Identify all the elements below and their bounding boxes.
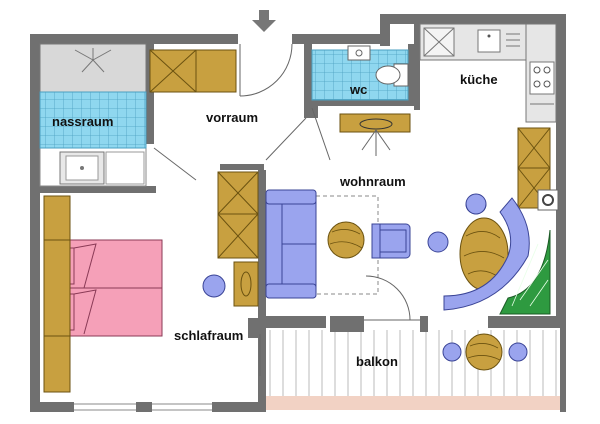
wc-room: [311, 45, 409, 101]
dining-bench: [443, 197, 530, 311]
room-label-balkon: balkon: [356, 354, 398, 369]
sofa: [265, 189, 317, 299]
dining-chair: [465, 193, 487, 215]
balcony-table-set: [442, 333, 528, 371]
shelf-schlafraum: [43, 195, 71, 393]
entrance-door[interactable]: [239, 43, 293, 97]
plant: [499, 229, 551, 315]
wardrobe-schlafraum: [217, 171, 259, 259]
rug: [273, 195, 379, 295]
balcony-floor: [265, 396, 565, 410]
kitchen-counter: [419, 23, 557, 123]
wardrobe-vorraum: [149, 49, 237, 93]
walls: [30, 14, 566, 412]
room-label-wc: wc: [349, 82, 367, 97]
bathroom-door[interactable]: [153, 147, 197, 190]
shower-icon: [74, 48, 112, 73]
room-label-nassraum: nassraum: [52, 114, 113, 129]
armchair: [371, 223, 411, 259]
desk-chair: [202, 274, 226, 298]
sink-icon: [347, 45, 371, 61]
toilet: [375, 63, 409, 87]
room-label-vorraum: vorraum: [206, 110, 258, 125]
balcony-door[interactable]: [364, 275, 420, 321]
stove-icon: [529, 61, 555, 95]
kitchen-sink-icon: [477, 29, 520, 53]
chimney-icon: [537, 189, 559, 211]
living-door[interactable]: [265, 107, 331, 161]
ceiling-lamp-icon: [359, 118, 393, 156]
entrance-arrow-icon: [252, 10, 276, 32]
desk: [233, 261, 259, 307]
coffee-table: [327, 221, 365, 259]
dining-chair: [427, 231, 449, 253]
bathroom-tiles: [39, 91, 147, 149]
nassraum-room: [39, 43, 147, 187]
room-label-kueche: küche: [460, 72, 498, 87]
room-label-schlafraum: schlafraum: [174, 328, 243, 343]
room-label-wohnraum: wohnraum: [339, 174, 406, 189]
balcony-railing: [269, 330, 557, 396]
window-bottom: [74, 403, 212, 411]
